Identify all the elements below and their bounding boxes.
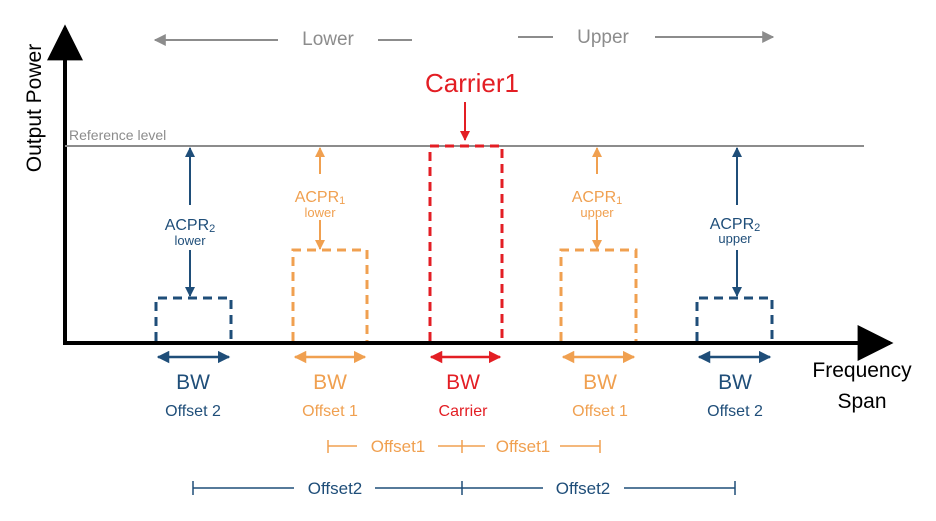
bw-carrier-name: Carrier [439,403,489,420]
reference-level-label: Reference level [69,127,166,143]
bw-offset2-upper-name: Offset 2 [707,403,763,420]
acpr1-lower-label: ACPR1 [295,189,346,207]
x-axis-label-span: Span [837,390,886,413]
offset1-upper-channel [559,248,638,341]
offset1-spacing-left-label: Offset1 [371,437,426,456]
upper-direction-label: Upper [577,27,629,48]
offset1-lower-channel [291,248,369,341]
bw-offset1-upper-label: BW [583,371,617,394]
acpr1-lower-qualifier: lower [304,205,336,220]
bw-offset2-upper-label: BW [718,371,752,394]
offset2-spacing-bracket [192,481,736,495]
bw-offset2-lower-label: BW [176,371,210,394]
offset2-lower-channel [154,296,233,341]
bw-offset1-lower-name: Offset 1 [302,403,358,420]
offset2-upper-channel [695,296,774,341]
bw-offset1-lower-label: BW [313,371,347,394]
offset2-spacing-right-label: Offset2 [556,479,611,498]
bw-offset2-lower-name: Offset 2 [165,403,221,420]
acpr2-upper-qualifier: upper [718,231,752,246]
bw-carrier-label: BW [446,371,480,394]
acpr1-upper-label: ACPR1 [572,189,623,207]
carrier-title: Carrier1 [425,68,519,98]
acpr2-lower-qualifier: lower [174,233,206,248]
offset1-spacing-bracket [327,440,601,453]
lower-direction-label: Lower [302,29,354,50]
y-axis-label: Output Power [23,44,46,172]
bw-offset1-upper-name: Offset 1 [572,403,628,420]
acpr2-upper-label: ACPR2 [710,216,761,234]
acpr2-lower-label: ACPR2 [165,217,216,235]
carrier-channel [428,144,504,341]
x-axis-label-frequency: Frequency [812,359,912,382]
acpr1-upper-qualifier: upper [580,205,614,220]
offset1-spacing-right-label: Offset1 [496,437,551,456]
offset2-spacing-left-label: Offset2 [308,479,363,498]
